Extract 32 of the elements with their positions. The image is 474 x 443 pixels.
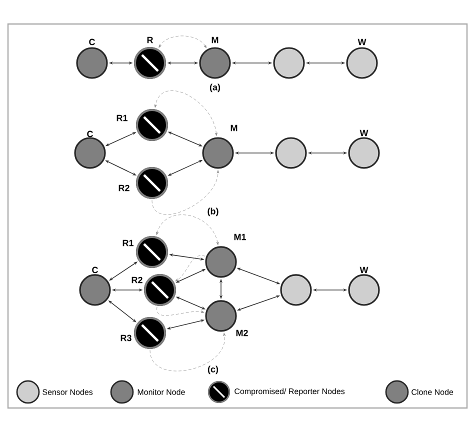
node-label: R2 <box>132 276 142 284</box>
node-label: R2 <box>118 184 130 192</box>
node-label: M1 <box>234 234 246 240</box>
sensor-node <box>275 137 307 169</box>
dashed-arrow <box>175 255 206 282</box>
panel-label: (b) <box>208 208 218 216</box>
node-label: W <box>358 38 366 46</box>
dashed-arrow <box>152 170 220 215</box>
panel-label: (c) <box>208 366 218 374</box>
node-label: R3 <box>120 334 132 342</box>
legend-text: Clone Node <box>412 389 454 395</box>
node-label: M <box>230 124 238 132</box>
legend-text: Sensor Nodes <box>42 389 93 395</box>
legend-text: Compromised/ Reporter Nodes <box>234 388 345 396</box>
node-label: M2 <box>236 330 248 336</box>
dashed-arrow <box>150 332 226 372</box>
node-label: M <box>212 36 218 44</box>
node-label: C <box>92 266 98 274</box>
legend-text: Monitor Node <box>138 389 185 395</box>
node-label: C <box>87 130 93 138</box>
dashed-arrow <box>156 214 219 246</box>
node-label: C <box>89 38 95 46</box>
node-label: W <box>360 266 368 274</box>
sensor-node <box>273 47 305 79</box>
dashed-arrow <box>158 36 207 48</box>
sensor-node <box>280 274 312 306</box>
dashed-arrow <box>156 306 204 316</box>
node-label: R <box>147 36 154 44</box>
node-label: R1 <box>122 240 134 246</box>
node-label: W <box>360 130 368 136</box>
dashed-arrow <box>154 90 218 136</box>
node-label: R1 <box>116 114 128 122</box>
